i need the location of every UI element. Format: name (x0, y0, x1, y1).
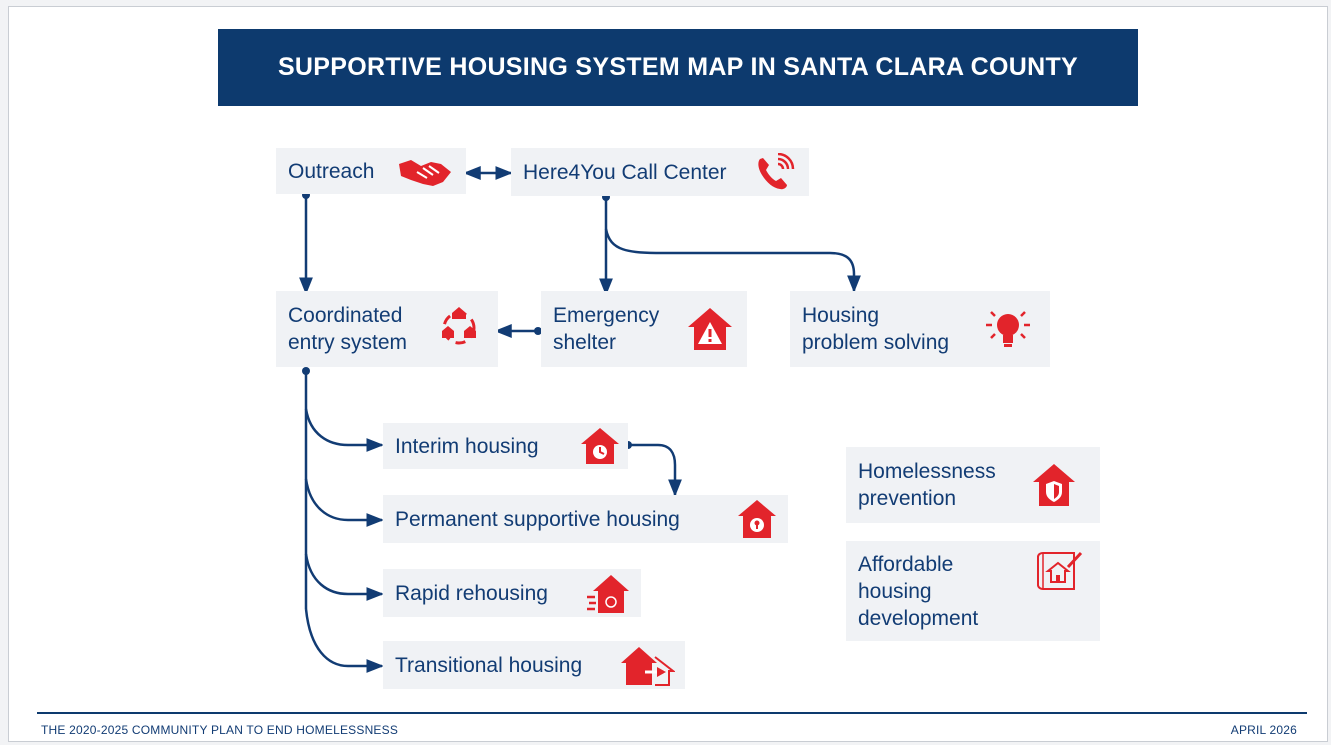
node-homelessness-prevention-line2: prevention (858, 487, 957, 510)
node-permanent-housing: Permanent supportive housing (383, 495, 788, 543)
node-transitional-housing-label: Transitional housing (395, 653, 583, 677)
node-affordable-housing-label: Affordable housing development (858, 551, 978, 632)
connector-to-transitional (304, 608, 384, 673)
node-coordinated-entry-label: Coordinated entry system (288, 302, 407, 356)
connector-to-rapid (304, 553, 384, 601)
node-homelessness-prevention-line1: Homelessness (858, 460, 996, 483)
diagram-panel: SUPPORTIVE HOUSING SYSTEM MAP IN SANTA C… (218, 29, 1138, 717)
node-emergency-shelter: Emergency shelter (541, 291, 747, 367)
node-homelessness-prevention: Homelessness prevention (846, 447, 1100, 523)
node-affordable-housing: Affordable housing development (846, 541, 1100, 641)
phone-ringing-icon (754, 153, 796, 193)
node-problem-solving-line1: Housing (802, 304, 880, 327)
node-problem-solving: Housing problem solving (790, 291, 1050, 367)
house-lock-icon (736, 498, 778, 540)
house-clock-icon (579, 426, 621, 466)
node-coordinated-entry-line2: entry system (288, 331, 408, 354)
footer-left: THE 2020-2025 COMMUNITY PLAN TO END HOME… (41, 723, 399, 737)
page: SUPPORTIVE HOUSING SYSTEM MAP IN SANTA C… (8, 6, 1328, 742)
node-outreach-label: Outreach (288, 159, 375, 183)
house-warning-icon (686, 305, 734, 353)
footer-divider (37, 712, 1307, 714)
page-title: SUPPORTIVE HOUSING SYSTEM MAP IN SANTA C… (277, 53, 1079, 81)
node-interim-housing-label: Interim housing (395, 434, 539, 458)
node-rapid-rehousing-label: Rapid rehousing (395, 581, 548, 605)
cycle-houses-icon (436, 305, 482, 351)
node-problem-solving-label: Housing problem solving (802, 302, 949, 356)
connectors (299, 166, 861, 673)
node-coordinated-entry: Coordinated entry system (276, 291, 498, 367)
node-affordable-housing-line2: housing (858, 579, 932, 603)
node-affordable-housing-line3: development (858, 606, 979, 630)
house-fast-icon (587, 573, 631, 615)
node-problem-solving-line2: problem solving (802, 331, 950, 354)
node-rapid-rehousing: Rapid rehousing (383, 569, 641, 617)
connector-callcenter-problemsolving (604, 228, 861, 293)
node-permanent-housing-label: Permanent supportive housing (395, 507, 680, 531)
house-arrow-icon (619, 645, 675, 687)
node-emergency-shelter-label: Emergency shelter (553, 302, 659, 356)
title-bar: SUPPORTIVE HOUSING SYSTEM MAP IN SANTA C… (218, 29, 1138, 106)
house-shield-icon (1031, 462, 1077, 508)
blueprint-house-icon (1034, 549, 1084, 595)
node-coordinated-entry-line1: Coordinated (288, 304, 403, 327)
node-affordable-housing-line1: Affordable (858, 552, 954, 576)
node-transitional-housing: Transitional housing (383, 641, 685, 689)
node-emergency-shelter-line1: Emergency (553, 304, 660, 327)
footer-right: APRIL 2026 (1230, 723, 1297, 737)
node-call-center-label: Here4You Call Center (523, 160, 727, 184)
node-homelessness-prevention-label: Homelessness prevention (858, 458, 996, 512)
connector-to-interim (304, 408, 384, 452)
node-emergency-shelter-line2: shelter (553, 331, 617, 354)
lightbulb-icon (984, 307, 1032, 351)
connector-to-permanent (304, 478, 384, 527)
handshake-icon (397, 154, 453, 190)
connector-interim-permanent (628, 443, 682, 497)
node-outreach: Outreach (276, 148, 466, 194)
node-interim-housing: Interim housing (383, 423, 628, 469)
node-call-center: Here4You Call Center (511, 148, 809, 196)
